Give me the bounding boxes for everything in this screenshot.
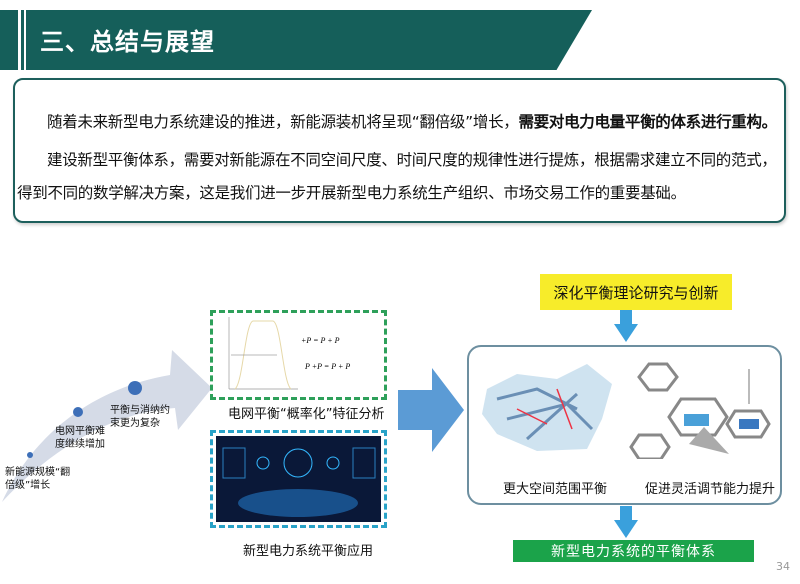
application-figure <box>210 430 387 528</box>
big-right-arrow <box>398 368 464 452</box>
summary-box: 随着未来新型电力系统建设的推进，新能源装机将呈现“翻倍级”增长，需要对电力电量平… <box>13 78 786 223</box>
trend-step-1: 新能源规模“翻倍级”增长 <box>5 467 71 491</box>
probability-chart: +P = P + P P +P = P + P <box>228 317 350 390</box>
svg-text:P +P = P + P: P +P = P + P <box>304 362 350 371</box>
summary-line-1: 随着未来新型电力系统建设的推进，新能源装机将呈现“翻倍级”增长，需要对电力电量平… <box>33 110 777 132</box>
summary-emphasis: 需要对电力电量平衡的体系进行重构。 <box>518 113 777 131</box>
application-label: 新型电力系统平衡应用 <box>243 544 374 559</box>
title-divider <box>18 10 21 70</box>
down-arrow-icon <box>614 310 638 342</box>
title-bar <box>0 10 592 70</box>
flexibility-caption: 促进灵活调节能力提升 <box>645 482 776 497</box>
down-arrow-icon <box>614 506 638 538</box>
title-divider <box>24 10 26 70</box>
trend-dot <box>27 452 33 458</box>
theory-research-box: 深化平衡理论研究与创新 <box>540 274 732 310</box>
trend-step-2: 电网平衡难度继续增加 <box>55 426 105 450</box>
dashboard-screenshot <box>216 436 381 522</box>
page-title: 三、总结与展望 <box>40 28 215 56</box>
trend-arrow <box>2 350 212 502</box>
trend-step-3: 平衡与消纳约束更为复杂 <box>110 405 170 429</box>
trend-dot <box>73 407 83 417</box>
grid-map-image <box>482 364 612 451</box>
summary-line-2: 建设新型平衡体系，需要对新能源在不同空间尺度、时间尺度的规律性进行提炼，根据需求… <box>47 151 777 169</box>
spatial-balance-caption: 更大空间范围平衡 <box>503 482 608 497</box>
probability-figure: +P = P + P P +P = P + P <box>210 310 387 400</box>
balance-system-box: 新型电力系统的平衡体系 <box>513 540 754 562</box>
page-number: 34 <box>776 560 790 573</box>
svg-text:+P = P + P: +P = P + P <box>301 336 340 345</box>
balance-measures-box: 更大空间范围平衡 促进灵活调节能力提升 <box>467 345 782 505</box>
summary-text: 随着未来新型电力系统建设的推进，新能源装机将呈现“翻倍级”增长， <box>47 113 519 131</box>
trend-dot <box>128 381 142 395</box>
flexible-resources-image <box>629 362 771 459</box>
probability-label: 电网平衡“概率化”特征分析 <box>228 407 385 422</box>
summary-line-3: 得到不同的数学解决方案，这是我们进一步开展新型电力系统生产组织、市场交易工作的重… <box>17 184 686 202</box>
